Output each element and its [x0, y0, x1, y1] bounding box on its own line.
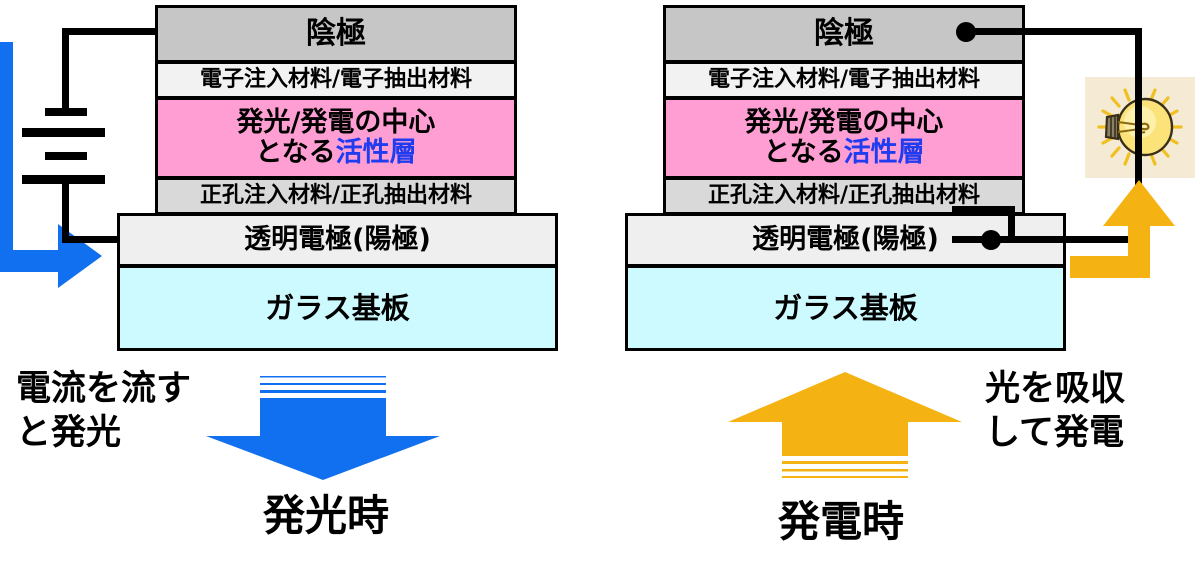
- layer-electron-injection-label: 電子注入材料/電子抽出材料: [707, 66, 981, 92]
- layer-cathode-label: 陰極: [306, 16, 366, 52]
- layer-active-line2: となる活性層: [255, 137, 417, 168]
- layer-glass-label: ガラス基板: [265, 290, 410, 325]
- yellow-up-arrow-icon: [725, 370, 965, 482]
- layer-glass-label: ガラス基板: [773, 290, 918, 325]
- blue-down-arrow-icon: [203, 372, 443, 482]
- layer-active-prefix: となる: [255, 137, 336, 168]
- terminal-node-icon: [981, 230, 1001, 250]
- layer-active: 発光/発電の中心 となる活性層: [663, 97, 1025, 179]
- caption-left: 電流を流す と発光: [16, 369, 192, 453]
- layer-electron-injection-label: 電子注入材料/電子抽出材料: [199, 66, 473, 92]
- layer-active-highlight: 活性層: [843, 137, 925, 168]
- layer-hole-injection: 正孔注入材料/正孔抽出材料: [155, 177, 517, 215]
- layer-active-line1: 発光/発電の中心: [744, 106, 944, 138]
- layer-active: 発光/発電の中心 となる活性層: [155, 97, 517, 179]
- title-right: 発電時: [778, 497, 905, 546]
- terminal-node-icon: [956, 22, 976, 42]
- caption-right: 光を吸収 して発電: [985, 369, 1126, 453]
- layer-active-prefix: となる: [763, 137, 844, 168]
- layer-transparent-electrode-label: 透明電極(陽極): [752, 223, 939, 255]
- layer-electron-injection: 電子注入材料/電子抽出材料: [155, 61, 517, 99]
- layer-glass: ガラス基板: [625, 265, 1066, 351]
- layer-active-line1: 発光/発電の中心: [236, 106, 436, 138]
- layer-transparent-electrode-label: 透明電極(陽極): [244, 223, 431, 255]
- layer-active-highlight: 活性層: [335, 137, 417, 168]
- layer-hole-injection-label: 正孔注入材料/正孔抽出材料: [707, 182, 981, 208]
- layer-transparent-electrode: 透明電極(陽極): [117, 213, 558, 267]
- layer-electron-injection: 電子注入材料/電子抽出材料: [663, 61, 1025, 99]
- layer-active-line2: となる活性層: [763, 137, 925, 168]
- title-left: 発光時: [263, 491, 390, 540]
- layer-hole-injection-label: 正孔注入材料/正孔抽出材料: [199, 182, 473, 208]
- layer-cathode: 陰極: [155, 5, 517, 63]
- layer-glass: ガラス基板: [117, 265, 558, 351]
- layer-cathode-label: 陰極: [814, 16, 874, 52]
